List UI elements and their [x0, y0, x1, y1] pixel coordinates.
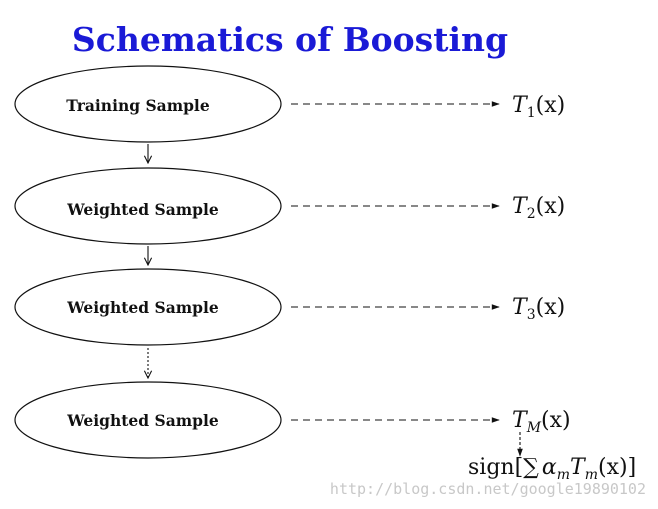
- node-label: Weighted Sample: [66, 200, 219, 219]
- final-combination: sign[∑αmTm(x)]: [468, 455, 636, 483]
- output-T2: T2(x): [512, 194, 565, 222]
- diagram-title: Schematics of Boosting: [72, 20, 508, 59]
- node-weighted-sample-2: Weighted Sample: [14, 268, 282, 346]
- node-label: Training Sample: [66, 96, 210, 115]
- node-label: Weighted Sample: [66, 411, 219, 430]
- output-TM: TM(x): [512, 408, 571, 436]
- node-label: Weighted Sample: [66, 298, 219, 317]
- node-weighted-sample-1: Weighted Sample: [14, 167, 282, 245]
- output-T3: T3(x): [512, 295, 565, 323]
- watermark: http://blog.csdn.net/google19890102: [330, 480, 646, 498]
- node-training-sample: Training Sample: [14, 65, 282, 143]
- node-weighted-sample-M: Weighted Sample: [14, 381, 282, 459]
- output-T1: T1(x): [512, 93, 565, 121]
